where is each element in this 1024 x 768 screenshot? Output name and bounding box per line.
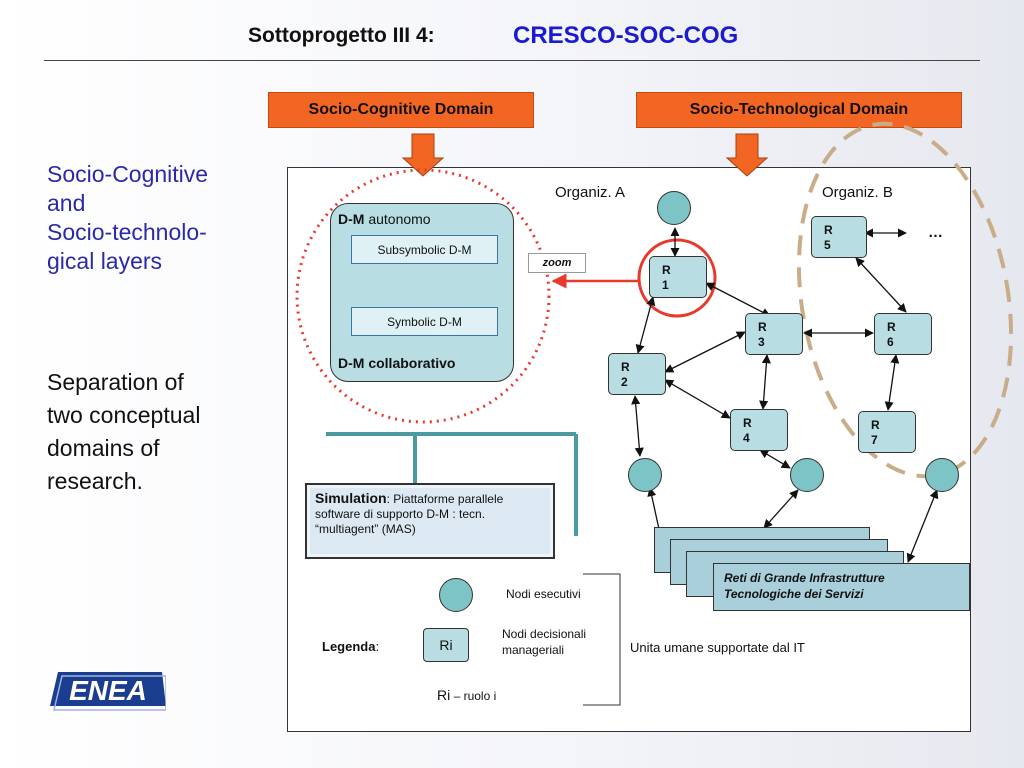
legend-title: Legenda:: [322, 639, 380, 654]
socio-cognitive-domain-box: Socio-Cognitive Domain: [268, 92, 534, 128]
dm-autonomo-label: D-M autonomo: [338, 211, 431, 227]
role-node-r7: R7: [858, 411, 916, 453]
layers-heading: Socio-Cognitive and Socio-technolo- gica…: [47, 161, 209, 274]
symbolic-dm-box: Symbolic D-M: [351, 307, 498, 336]
enea-logo: ENEA: [50, 672, 166, 711]
legend-bracket: [583, 573, 621, 706]
role-node-r6: R6: [874, 313, 932, 355]
more-ellipsis: …: [928, 224, 943, 241]
slide-title: Sottoprogetto III 4:: [248, 24, 435, 47]
decision-maker-box: [330, 203, 514, 382]
simulation-box: Simulation: Piattaforme parallele softwa…: [305, 483, 555, 559]
human-units-label: Unita umane supportate dal IT: [630, 640, 805, 655]
legend-role-explanation: Ri – ruolo i: [437, 687, 497, 703]
executive-node-3: [925, 458, 959, 492]
role-node-r4: R4: [730, 409, 788, 451]
svg-text:ENEA: ENEA: [69, 675, 147, 706]
simulation-description: : Piattaforme parallele software di supp…: [315, 492, 504, 536]
executive-node-2: [790, 458, 824, 492]
simulation-title: Simulation: [315, 490, 387, 506]
down-arrow-technological: [725, 133, 769, 177]
legend-executive-node-icon: [439, 578, 473, 612]
role-node-r2: R2: [608, 353, 666, 395]
organization-a-label: Organiz. A: [555, 184, 626, 201]
executive-node-a: [657, 191, 691, 225]
role-node-r5: R5: [811, 216, 867, 258]
simulation-bracket: [326, 432, 578, 536]
zoom-label: zoom: [528, 253, 586, 273]
legend-executive-label: Nodi esecutivi: [506, 587, 581, 601]
title-divider: [44, 60, 980, 61]
dm-collaborativo-label: D-M collaborativo: [338, 355, 456, 371]
project-name: CRESCO-SOC-COG: [513, 22, 739, 49]
subsymbolic-dm-box: Subsymbolic D-M: [351, 235, 498, 264]
separation-text: Separation of two conceptual domains of …: [47, 369, 201, 494]
legend-role-node-icon: Ri: [423, 628, 469, 662]
role-node-r3: R3: [745, 313, 803, 355]
down-arrow-cognitive: [401, 133, 445, 177]
socio-technological-domain-box: Socio-Technological Domain: [636, 92, 962, 128]
executive-node-1: [628, 458, 662, 492]
dm-dotted-circle: [295, 168, 551, 424]
role-node-r1: R1: [649, 256, 707, 298]
organization-b-label: Organiz. B: [822, 184, 893, 201]
